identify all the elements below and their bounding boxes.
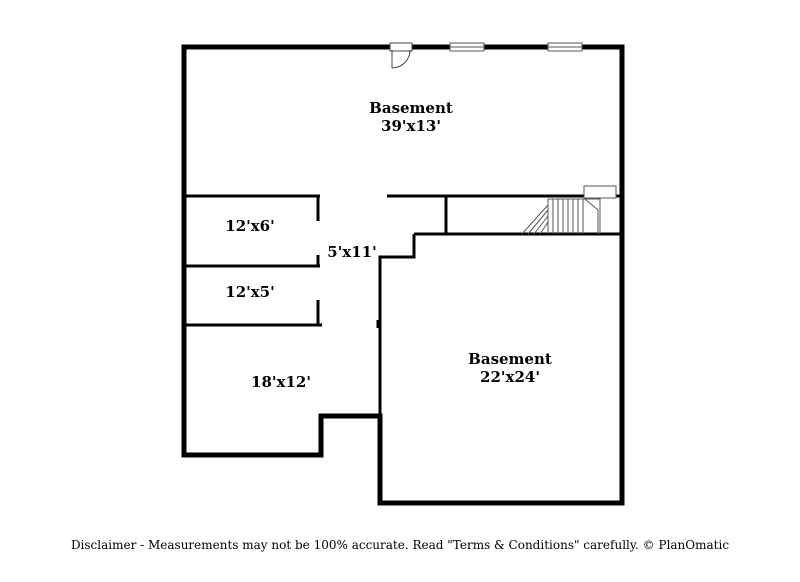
room-b-dims: 12'x5' xyxy=(225,283,274,301)
room-a-dims: 12'x6' xyxy=(225,217,274,235)
basement-south-dims: 22'x24' xyxy=(480,368,540,386)
window-icon xyxy=(449,42,485,52)
basement-north-dims: 39'x13' xyxy=(381,117,441,135)
disclaimer-text: Disclaimer - Measurements may not be 100… xyxy=(70,538,730,552)
exterior-walls xyxy=(181,44,625,506)
basement-south-label: Basement xyxy=(468,350,552,368)
interior-walls xyxy=(184,194,620,503)
hall-dims: 5'x11' xyxy=(327,243,376,261)
basement-north-label: Basement xyxy=(369,99,453,117)
exterior-wall-southwest xyxy=(181,413,383,506)
window-icon xyxy=(547,42,583,52)
wall-step xyxy=(378,234,416,503)
stairs-icon xyxy=(521,185,617,235)
door-icon xyxy=(389,42,413,69)
room-c-dims: 18'x12' xyxy=(251,373,311,391)
